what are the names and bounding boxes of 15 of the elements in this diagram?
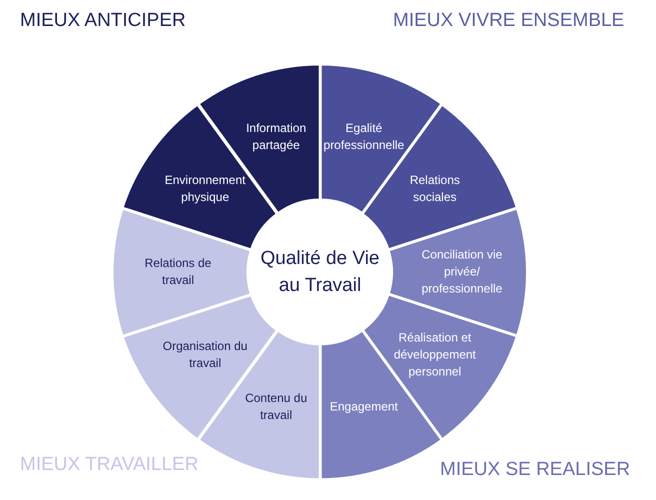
- quadrant-heading: MIEUX TRAVAILLER: [20, 454, 198, 476]
- segment-label: Egalité professionnelle: [322, 120, 406, 154]
- segment-label: Relations sociales: [408, 172, 461, 206]
- segment-label: Conciliation vie privée/ professionnelle: [420, 246, 504, 298]
- segment-label: Contenu du travail: [244, 390, 308, 424]
- segment-label: Engagement: [328, 398, 399, 416]
- quadrant-heading: MIEUX ANTICIPER: [20, 10, 186, 32]
- quadrant-heading: MIEUX SE REALISER: [440, 459, 630, 481]
- quadrant-heading: MIEUX VIVRE ENSEMBLE: [393, 10, 624, 32]
- segment-label: Relations de travail: [144, 254, 212, 289]
- segment-label: Organisation du travail: [162, 338, 248, 372]
- center-title: Qualité de Vie au Travail: [259, 247, 380, 298]
- segment-label: Réalisation et développement personnel: [392, 330, 477, 381]
- segment-label: Environnement physique: [164, 172, 246, 206]
- segment-label: Information partagée: [245, 120, 308, 154]
